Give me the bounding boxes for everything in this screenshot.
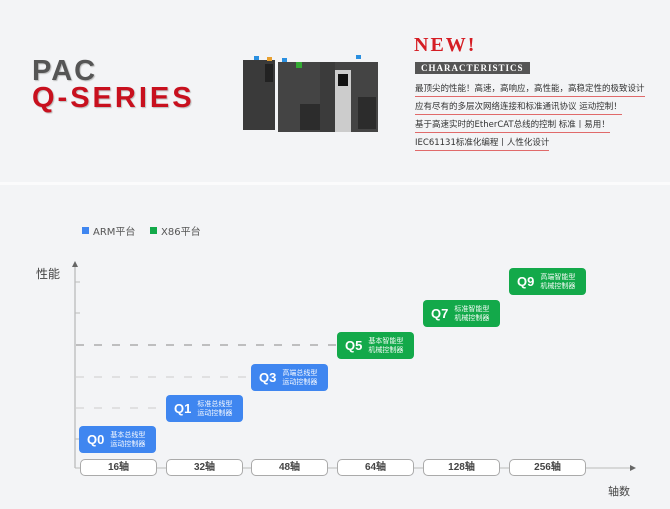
desc: 标准总线型运动控制器 xyxy=(197,399,233,417)
desc: 高端智能型机械控制器 xyxy=(540,272,576,290)
axis-pill: 32轴 xyxy=(166,459,243,476)
product-card-q1[interactable]: Q1 标准总线型运动控制器 xyxy=(166,395,243,422)
model: Q5 xyxy=(345,338,363,353)
desc: 高端总线型运动控制器 xyxy=(282,368,318,386)
model: Q9 xyxy=(517,274,535,289)
new-heading: NEW! xyxy=(414,34,477,56)
divider xyxy=(0,182,670,185)
axis-pill: 128轴 xyxy=(423,459,500,476)
product-card-q3[interactable]: Q3 高端总线型运动控制器 xyxy=(251,364,328,391)
feature-item: 应有尽有的多层次网络连接和标准通讯协议 运动控制！ xyxy=(415,100,622,115)
model: Q7 xyxy=(431,306,449,321)
axis-pill: 48轴 xyxy=(251,459,328,476)
desc: 基本智能型机械控制器 xyxy=(368,336,404,354)
model: Q3 xyxy=(259,370,277,385)
model: Q0 xyxy=(87,432,105,447)
y-axis-label: 性能 xyxy=(36,267,61,281)
x-axis-label: 轴数 xyxy=(608,485,630,498)
product-card-q7[interactable]: Q7 标准智能型机械控制器 xyxy=(423,300,500,327)
legend-label: ARM平台 xyxy=(93,227,136,238)
model: Q1 xyxy=(174,401,192,416)
product-card-q0[interactable]: Q0 基本总线型运动控制器 xyxy=(79,426,156,453)
legend-label: X86平台 xyxy=(161,227,201,238)
feature-item: 最顶尖的性能！高速，高响应，高性能，高稳定性的极致设计 xyxy=(415,82,645,97)
legend-x86: X86平台 xyxy=(150,223,201,238)
legend-swatch-x86 xyxy=(150,227,157,234)
product-card-q5[interactable]: Q5 基本智能型机械控制器 xyxy=(337,332,414,359)
desc: 标准智能型机械控制器 xyxy=(454,304,490,322)
feature-item: 基于高速实时的EtherCAT总线的控制 标准丨易用！ xyxy=(415,118,610,133)
desc: 基本总线型运动控制器 xyxy=(110,430,146,448)
axis-pill: 256轴 xyxy=(509,459,586,476)
logo-q-series: Q-SERIES xyxy=(32,82,195,114)
feature-item: IEC61131标准化编程丨人性化设计 xyxy=(415,136,550,151)
controller-product-image xyxy=(243,55,378,132)
product-card-q9[interactable]: Q9 高端智能型机械控制器 xyxy=(509,268,586,295)
legend-swatch-arm xyxy=(82,227,89,234)
axis-pill: 16轴 xyxy=(80,459,157,476)
characteristics-label: CHARACTERISTICS xyxy=(415,62,530,74)
legend-arm: ARM平台 xyxy=(82,223,135,238)
logo-pac: PAC xyxy=(32,55,98,87)
axis-pill: 64轴 xyxy=(337,459,414,476)
